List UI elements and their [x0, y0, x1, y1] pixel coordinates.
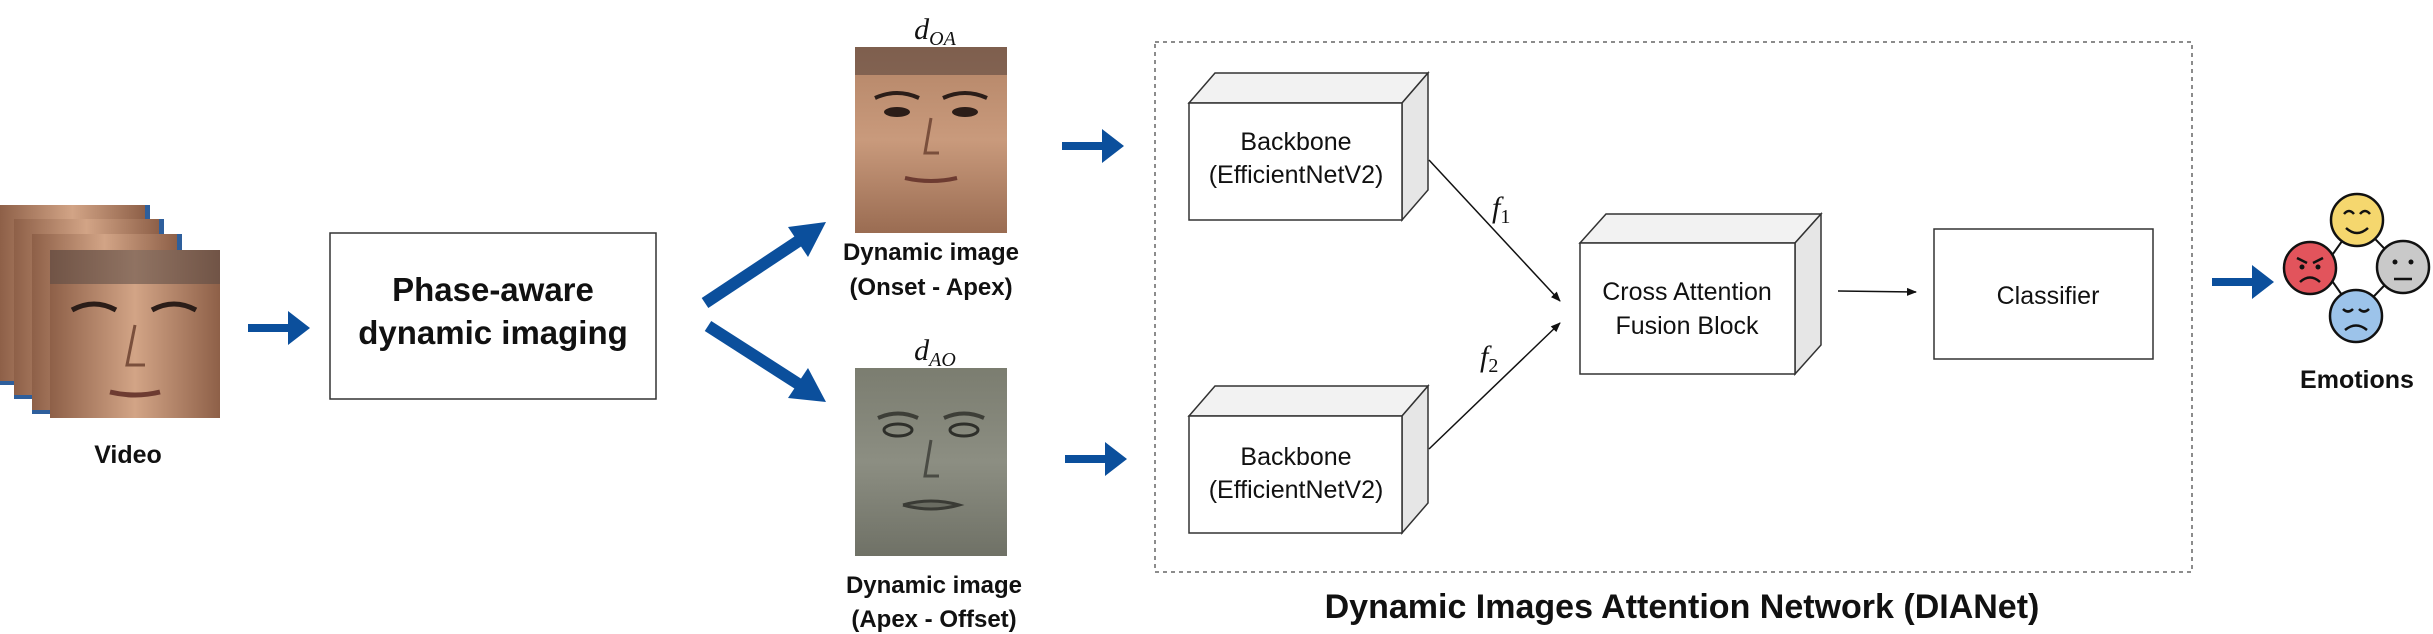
dynamic-image-apex-offset	[855, 368, 1007, 556]
arrow-d-ao-to-network	[1065, 442, 1127, 476]
backbone-bottom-line2: (EfficientNetV2)	[1209, 476, 1384, 504]
emotion-cluster	[2282, 192, 2431, 344]
backbone-bottom-box	[1187, 383, 1430, 536]
phase-aware-imaging-box	[329, 232, 657, 400]
happy-face-icon	[2329, 192, 2385, 248]
backbone-top-line1: Backbone	[1240, 128, 1351, 156]
backbone-top-line2: (EfficientNetV2)	[1209, 161, 1384, 189]
angry-face-icon	[2282, 240, 2338, 296]
f2-label: f2	[1480, 340, 1498, 377]
d-ao-caption-line2: (Apex - Offset)	[851, 606, 1016, 633]
d-oa-caption-line2: (Onset - Apex)	[849, 274, 1012, 301]
video-frame-front	[50, 250, 220, 418]
arrow-to-apex-offset	[704, 320, 826, 402]
d-ao-caption-line1: Dynamic image	[846, 572, 1022, 599]
sad-face-icon	[2328, 288, 2384, 344]
neutral-face-icon	[2375, 239, 2431, 295]
d-oa-caption-line1: Dynamic image	[843, 239, 1019, 266]
arrow-f2	[1428, 322, 1561, 450]
d-ao-symbol: dAO	[914, 334, 956, 371]
video-label: Video	[94, 441, 162, 469]
arrow-fusion-to-classifier	[1837, 287, 1917, 296]
backbone-bottom-line1: Backbone	[1240, 443, 1351, 471]
classifier-label: Classifier	[1997, 282, 2100, 310]
backbone-top-box	[1187, 70, 1430, 223]
fusion-block-box	[1578, 212, 1823, 376]
phase-aware-line2: dynamic imaging	[358, 314, 628, 351]
phase-aware-line1: Phase-aware	[392, 271, 594, 308]
video-frame-stack	[0, 205, 220, 418]
arrow-classifier-to-emotions	[2212, 265, 2274, 299]
fusion-line1: Cross Attention	[1602, 278, 1772, 306]
arrow-to-onset-apex	[701, 222, 826, 309]
arrow-d-oa-to-network	[1062, 129, 1124, 163]
d-oa-symbol: dOA	[914, 13, 956, 50]
classifier-box	[1933, 228, 2154, 360]
arrow-f1	[1428, 159, 1561, 302]
fusion-line2: Fusion Block	[1615, 312, 1759, 340]
arrow-video-to-imaging	[248, 311, 310, 345]
dianet-title: Dynamic Images Attention Network (DIANet…	[1325, 588, 2040, 626]
emotions-label: Emotions	[2300, 366, 2414, 394]
dynamic-image-onset-apex	[855, 47, 1007, 233]
f1-label: f1	[1492, 191, 1510, 228]
